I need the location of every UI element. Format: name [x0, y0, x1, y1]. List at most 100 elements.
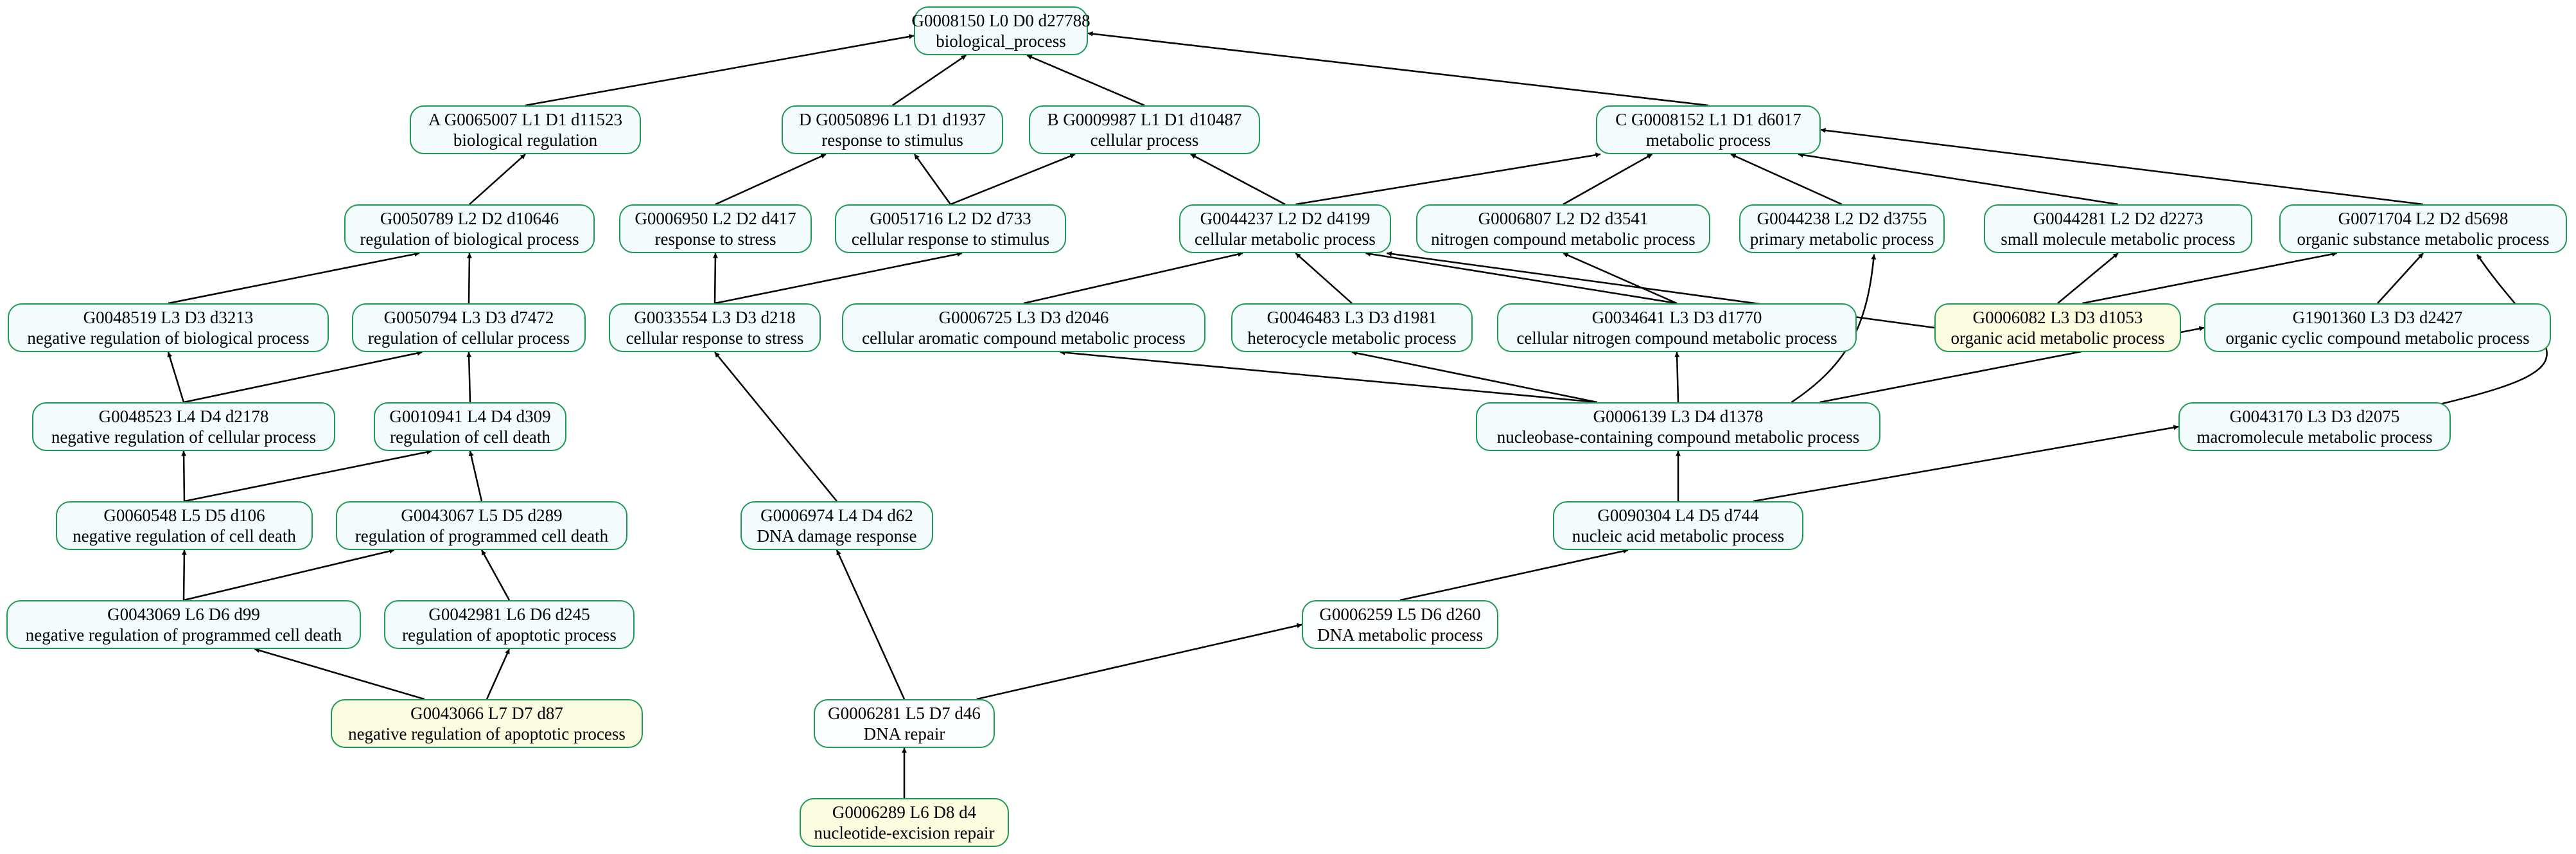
edge-n44238-to-nC [1730, 153, 1843, 206]
node-dna-damage-response[interactable]: G0006974 L4 D4 d62 DNA damage response [740, 501, 933, 550]
node-regulation-of-apoptotic-process[interactable]: G0042981 L6 D6 d245 regulation of apopto… [384, 600, 635, 649]
node-id-label: G0006259 L5 D6 d260 [1319, 605, 1481, 624]
node-term-label: nitrogen compound metabolic process [1431, 229, 1695, 249]
node-term-label: response to stress [654, 229, 776, 249]
node-term-label: small molecule metabolic process [2001, 229, 2236, 249]
edge-n43170-to-n71704-curve [2437, 254, 2548, 406]
node-term-label: cellular response to stimulus [851, 229, 1050, 249]
node-organic-cyclic-compound-metabolic-process[interactable]: G1901360 L3 D3 d2427 organic cyclic comp… [2204, 303, 2551, 352]
node-negative-regulation-of-cell-death[interactable]: G0060548 L5 D5 d106 negative regulation … [56, 501, 313, 550]
node-id-label: G1901360 L3 D3 d2427 [2292, 308, 2463, 327]
node-id-label: G0010941 L4 D4 d309 [389, 407, 551, 426]
edge-n44237-to-nB [1190, 153, 1286, 206]
node-cellular-response-to-stress[interactable]: G0033554 L3 D3 d218 cellular response to… [609, 303, 821, 352]
edge-n48519-to-n50789 [168, 251, 420, 305]
node-organic-substance-metabolic-process[interactable]: G0071704 L2 D2 d5698 organic substance m… [2279, 204, 2567, 253]
node-regulation-of-cell-death[interactable]: G0010941 L4 D4 d309 regulation of cell d… [374, 402, 566, 451]
node-regulation-of-cellular-process[interactable]: G0050794 L3 D3 d7472 regulation of cellu… [352, 303, 586, 352]
node-term-label: cellular process [1090, 130, 1199, 150]
node-dna-metabolic-process[interactable]: G0006259 L5 D6 d260 DNA metabolic proces… [1302, 600, 1498, 649]
node-negative-regulation-of-biological-process[interactable]: G0048519 L3 D3 d3213 negative regulation… [8, 303, 329, 352]
node-cellular-process[interactable]: B G0009987 L1 D1 d10487 cellular process [1029, 105, 1260, 154]
edge-nB-to-n0 [1026, 54, 1145, 107]
edge-n71704-to-nC [1820, 127, 2424, 206]
node-id-label: G0006281 L5 D7 d46 [828, 704, 981, 723]
node-nucleic-acid-metabolic-process[interactable]: G0090304 L4 D5 d744 nucleic acid metabol… [1553, 501, 1803, 550]
edge-n33554-to-n51716 [714, 251, 963, 305]
node-regulation-of-biological-process[interactable]: G0050789 L2 D2 d10646 regulation of biol… [344, 204, 595, 253]
node-id-label: G0006082 L3 D3 d1053 [1972, 308, 2143, 327]
edge-n6281-to-n6974 [836, 549, 906, 700]
node-term-label: organic acid metabolic process [1950, 328, 2165, 348]
node-cellular-metabolic-process[interactable]: G0044237 L2 D2 d4199 cellular metabolic … [1179, 204, 1391, 253]
node-id-label: G0050789 L2 D2 d10646 [380, 209, 559, 228]
node-id-label: G0006289 L6 D8 d4 [832, 803, 977, 822]
edge-n6281-to-n6259 [976, 623, 1302, 700]
edge-n44281-to-nC [1798, 152, 2119, 206]
edge-n42981-to-n43067 [480, 549, 511, 601]
node-term-label: DNA repair [863, 724, 945, 743]
edge-n6807-to-nC [1563, 153, 1653, 206]
node-id-label: G0048523 L4 D4 d2178 [98, 407, 269, 426]
node-term-label: macromolecule metabolic process [2196, 427, 2433, 447]
node-term-label: cellular aromatic compound metabolic pro… [862, 328, 1186, 348]
node-cellular-nitrogen-compound-metabolic-process[interactable]: G0034641 L3 D3 d1770 cellular nitrogen c… [1497, 303, 1857, 352]
node-organic-acid-metabolic-process[interactable]: G0006082 L3 D3 d1053 organic acid metabo… [1934, 303, 2181, 352]
node-term-label: negative regulation of biological proces… [27, 328, 310, 348]
node-term-label: regulation of apoptotic process [402, 625, 617, 645]
node-primary-metabolic-process[interactable]: G0044238 L2 D2 d3755 primary metabolic p… [1739, 204, 1945, 253]
node-cellular-aromatic-compound-metabolic-process[interactable]: G0006725 L3 D3 d2046 cellular aromatic c… [842, 303, 1205, 352]
node-negative-regulation-of-apoptotic-process[interactable]: G0043066 L7 D7 d87 negative regulation o… [331, 699, 643, 748]
node-term-label: regulation of cellular process [367, 328, 570, 348]
node-id-label: A G0065007 L1 D1 d11523 [428, 110, 622, 129]
node-dna-repair[interactable]: G0006281 L5 D7 d46 DNA repair [814, 699, 995, 748]
node-macromolecule-metabolic-process[interactable]: G0043170 L3 D3 d2075 macromolecule metab… [2178, 402, 2451, 451]
edge-n48523-to-n50794 [183, 350, 423, 404]
edge-nA-to-n0 [525, 34, 915, 107]
node-term-label: organic cyclic compound metabolic proces… [2225, 328, 2530, 348]
edge-nD-to-n0 [891, 54, 967, 107]
node-id-label: G0042981 L6 D6 d245 [428, 605, 590, 624]
node-id-label: G0046483 L3 D3 d1981 [1266, 308, 1437, 327]
edge-n46483-to-n44237 [1295, 253, 1353, 304]
node-term-label: organic substance metabolic process [2297, 229, 2550, 249]
node-id-label: C G0008152 L1 D1 d6017 [1615, 110, 1801, 129]
node-regulation-of-programmed-cell-death[interactable]: G0043067 L5 D5 d289 regulation of progra… [336, 501, 627, 550]
node-id-label: G0043067 L5 D5 d289 [401, 506, 563, 525]
node-id-label: G0043069 L6 D6 d99 [107, 605, 260, 624]
edge-n44237-to-nC [1295, 152, 1601, 206]
node-nucleobase-containing-compound-metabolic-process[interactable]: G0006139 L3 D4 d1378 nucleobase-containi… [1476, 402, 1880, 451]
node-term-label: regulation of programmed cell death [355, 526, 609, 546]
node-nucleotide-excision-repair[interactable]: G0006289 L6 D8 d4 nucleotide-excision re… [800, 798, 1009, 847]
node-metabolic-process[interactable]: C G0008152 L1 D1 d6017 metabolic process [1596, 105, 1821, 154]
node-id-label: G0034641 L3 D3 d1770 [1591, 308, 1762, 327]
node-term-label: nucleotide-excision repair [814, 823, 995, 842]
node-small-molecule-metabolic-process[interactable]: G0044281 L2 D2 d2273 small molecule meta… [1984, 204, 2252, 253]
node-negative-regulation-of-programmed-cell-death[interactable]: G0043069 L6 D6 d99 negative regulation o… [6, 600, 361, 649]
node-nitrogen-compound-metabolic-process[interactable]: G0006807 L2 D2 d3541 nitrogen compound m… [1416, 204, 1710, 253]
edge-n6259-to-n90304 [1399, 548, 1629, 601]
node-id-label: G0006950 L2 D2 d417 [635, 209, 796, 228]
edge-nC-to-n0 [1087, 31, 1709, 107]
node-term-label: cellular nitrogen compound metabolic pro… [1516, 328, 1837, 348]
node-term-label: biological_process [936, 31, 1066, 51]
edge-n51716-to-nB [950, 153, 1076, 206]
node-term-label: negative regulation of apoptotic process [348, 724, 626, 743]
node-negative-regulation-of-cellular-process[interactable]: G0048523 L4 D4 d2178 negative regulation… [32, 402, 335, 451]
node-cellular-response-to-stimulus[interactable]: G0051716 L2 D2 d733 cellular response to… [835, 204, 1066, 253]
node-biological-process-root[interactable]: G0008150 L0 D0 d27788 biological_process [911, 6, 1091, 55]
node-id-label: G0050794 L3 D3 d7472 [383, 308, 554, 327]
node-id-label: G0006139 L3 D4 d1378 [1593, 407, 1764, 426]
node-term-label: nucleic acid metabolic process [1572, 526, 1785, 546]
edge-n43067-to-n10941 [468, 450, 483, 502]
node-response-to-stimulus[interactable]: D G0050896 L1 D1 d1937 response to stimu… [782, 105, 1003, 154]
node-heterocycle-metabolic-process[interactable]: G0046483 L3 D3 d1981 heterocycle metabol… [1231, 303, 1473, 352]
node-term-label: heterocycle metabolic process [1247, 328, 1457, 348]
node-id-label: G0006807 L2 D2 d3541 [1478, 209, 1649, 228]
node-id-label: G0043170 L3 D3 d2075 [2229, 407, 2400, 426]
edge-n50789-to-nA [469, 154, 526, 205]
node-response-to-stress[interactable]: G0006950 L2 D2 d417 response to stress [619, 204, 812, 253]
node-biological-regulation[interactable]: A G0065007 L1 D1 d11523 biological regul… [410, 105, 641, 154]
edge-n43066-to-n42981 [486, 648, 511, 700]
